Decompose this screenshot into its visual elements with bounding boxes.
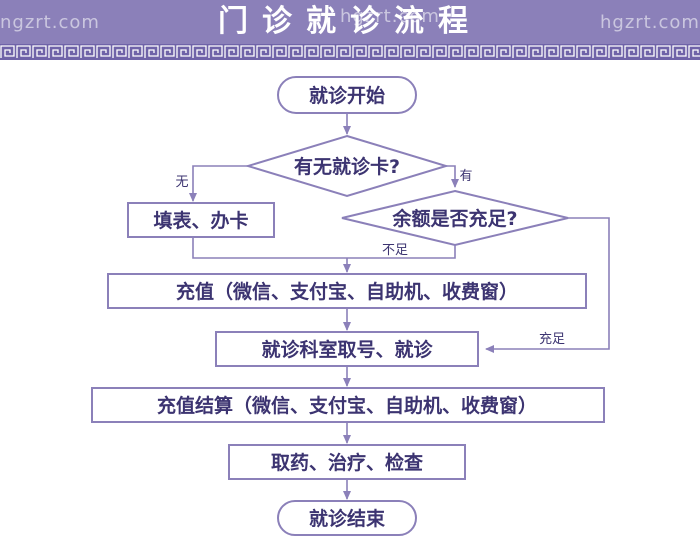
line-form-join (192, 237, 347, 259)
watermark-left: ngzrt.com (0, 12, 100, 33)
end-node (277, 500, 417, 536)
label-yes: 有 (459, 169, 472, 184)
medicine-label: 取药、治疗、检查 (271, 451, 424, 474)
header-bar (0, 0, 700, 44)
page-title: 门诊就诊流程 (218, 4, 482, 39)
department-label: 就诊科室取号、就诊 (261, 338, 433, 361)
arrow-card-no (189, 165, 248, 202)
label-insufficient: 不足 (382, 243, 408, 258)
recharge-node (107, 273, 587, 309)
flowchart: 就诊开始 有无就诊卡? 无 有 填表、办卡 余额是否充足? 不足 充值（微信、支… (91, 76, 610, 536)
decision-balance-node (341, 189, 569, 247)
decision-card-node (244, 134, 450, 198)
label-sufficient: 充足 (539, 331, 565, 347)
end-node-label: 就诊结束 (309, 507, 386, 530)
start-node (277, 76, 417, 114)
settle-label: 充值结算（微信、支付宝、自助机、收费窗） (157, 394, 537, 417)
line-balance-insufficient (347, 243, 456, 259)
arrow-card-yes (446, 165, 459, 188)
fill-form-node (127, 202, 275, 238)
fill-form-label: 填表、办卡 (153, 209, 248, 232)
recharge-label: 充值（微信、支付宝、自助机、收费窗） (176, 280, 518, 303)
watermark-center: hgzrt.com (340, 6, 440, 27)
settle-node (91, 387, 605, 423)
department-node (215, 331, 479, 367)
decision-card-label: 有无就诊卡? (294, 155, 400, 178)
start-node-label: 就诊开始 (309, 84, 385, 107)
watermark-right: hgzrt.com (600, 12, 700, 33)
decorative-border (0, 44, 700, 60)
decision-balance-label: 余额是否充足? (391, 207, 517, 230)
arrow-balance-sufficient (485, 217, 610, 353)
medicine-node (228, 444, 466, 480)
label-no: 无 (175, 175, 188, 190)
